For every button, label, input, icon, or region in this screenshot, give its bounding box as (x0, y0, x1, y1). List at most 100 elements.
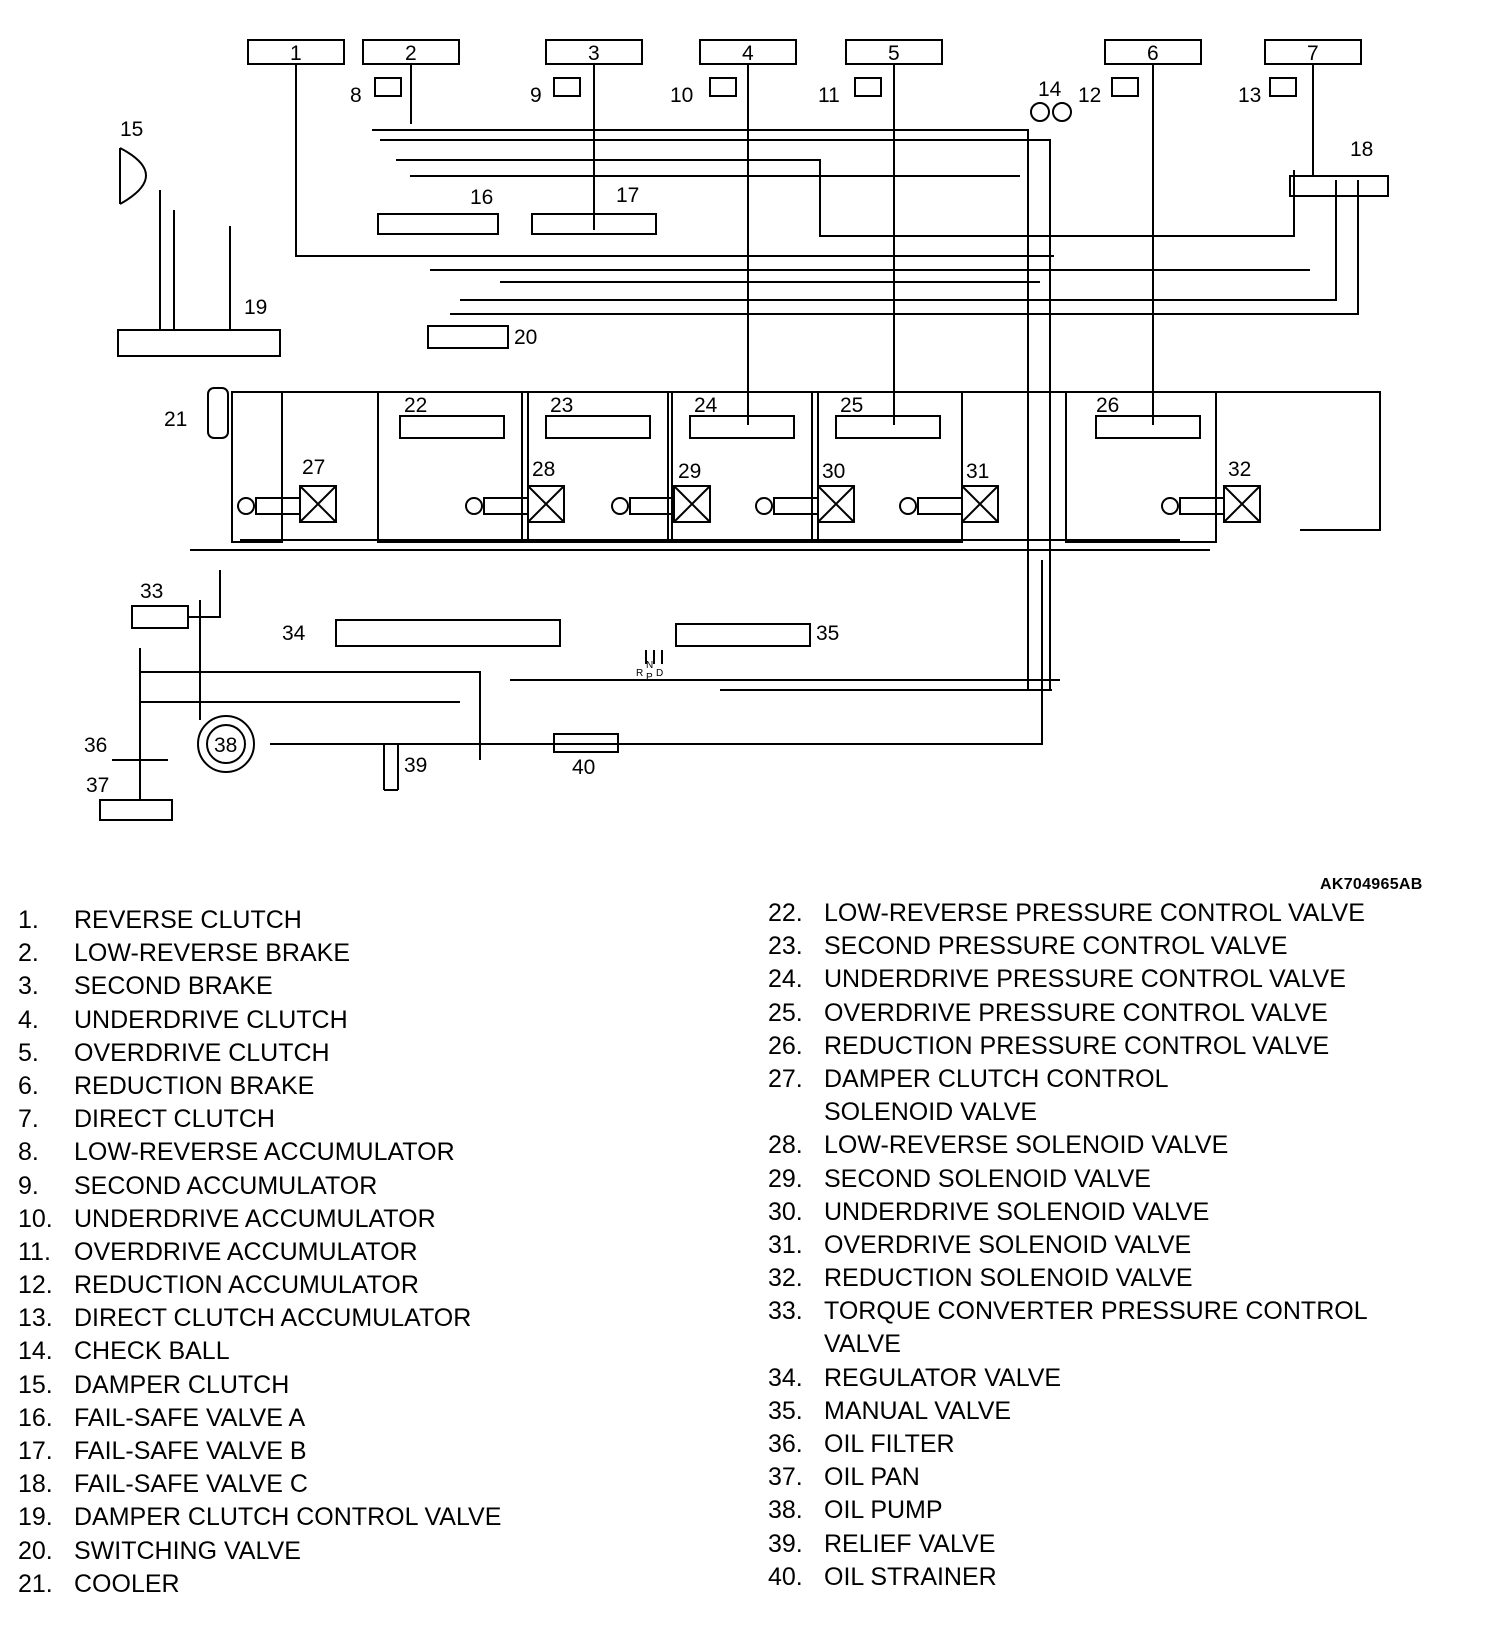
legend-item: 5.OVERDRIVE CLUTCH (18, 1037, 718, 1070)
label-8: 8 (350, 84, 362, 107)
shift-pos-n: N (646, 660, 653, 671)
legend-item: 18.FAIL-SAFE VALVE C (18, 1468, 718, 1501)
legend-item: 31.OVERDRIVE SOLENOID VALVE (768, 1229, 1488, 1262)
legend-number: 34. (768, 1363, 803, 1392)
legend-number: 26. (768, 1031, 803, 1060)
legend-text: CHECK BALL (74, 1337, 230, 1366)
shift-pos-r: R (636, 668, 643, 679)
legend-number: 23. (768, 932, 803, 961)
legend-item: 17.FAIL-SAFE VALVE B (18, 1435, 718, 1468)
label-38: 38 (214, 734, 237, 757)
legend-text: SWITCHING VALVE (74, 1536, 301, 1565)
legend-item: 36.OIL FILTER (768, 1428, 1488, 1461)
label-32: 32 (1228, 458, 1251, 481)
label-35: 35 (816, 622, 839, 645)
legend-text: LOW-REVERSE BRAKE (74, 939, 351, 968)
legend-item: 37.OIL PAN (768, 1461, 1488, 1494)
legend-item: 1.REVERSE CLUTCH (18, 904, 718, 937)
legend-item: 24.UNDERDRIVE PRESSURE CONTROL VALVE (768, 963, 1488, 996)
legend-text: MANUAL VALVE (824, 1396, 1012, 1425)
legend-text: LOW-REVERSE SOLENOID VALVE (824, 1131, 1229, 1160)
label-21: 21 (164, 408, 187, 431)
legend-text: SECOND ACCUMULATOR (74, 1171, 378, 1200)
legend-text: REDUCTION PRESSURE CONTROL VALVE (824, 1031, 1330, 1060)
legend-text: REGULATOR VALVE (824, 1363, 1062, 1392)
label-40: 40 (572, 756, 595, 779)
legend-text: OVERDRIVE ACCUMULATOR (74, 1237, 418, 1266)
label-22: 22 (404, 394, 427, 417)
legend-text: OIL PUMP (824, 1496, 943, 1525)
solenoid-27 (237, 485, 337, 523)
legend-item: 32.REDUCTION SOLENOID VALVE (768, 1262, 1488, 1295)
label-14: 14 (1038, 78, 1062, 101)
label-23: 23 (550, 394, 573, 417)
legend-text: OIL FILTER (824, 1430, 955, 1459)
label-17: 17 (616, 184, 639, 207)
hydraulic-circuit-diagram: 1 2 3 4 5 6 7 8 9 10 11 12 13 14 15 16 1… (84, 39, 1389, 821)
label-18: 18 (1350, 138, 1373, 161)
legend-number: 10. (18, 1204, 53, 1233)
legend-text: DIRECT CLUTCH (74, 1105, 275, 1134)
legend-item: 33.TORQUE CONVERTER PRESSURE CONTROL VAL… (768, 1295, 1488, 1361)
legend-text: OIL PAN (824, 1463, 920, 1492)
label-33: 33 (140, 580, 163, 603)
legend-text: FAIL-SAFE VALVE B (74, 1437, 307, 1465)
legend-number: 24. (768, 965, 803, 994)
failsafe-valve-a-body (377, 213, 499, 235)
legend-text: OIL STRAINER (824, 1562, 997, 1591)
legend-text: REDUCTION SOLENOID VALVE (824, 1264, 1193, 1293)
legend-text: UNDERDRIVE SOLENOID VALVE (824, 1197, 1210, 1226)
legend-number: 20. (18, 1536, 53, 1565)
legend-number: 11. (18, 1237, 51, 1266)
legend-item: 2. LOW-REVERSE BRAKE (18, 937, 718, 970)
legend-item: 9. SECOND ACCUMULATOR (18, 1170, 718, 1203)
solenoid-29 (611, 485, 711, 523)
legend-item: 26. REDUCTION PRESSURE CONTROL VALVE (768, 1030, 1488, 1063)
legend-item: 35. MANUAL VALVE (768, 1395, 1488, 1428)
legend-item: 4.UNDERDRIVE CLUTCH (18, 1004, 718, 1037)
label-9: 9 (530, 84, 542, 107)
legend-item: 8.LOW-REVERSE ACCUMULATOR (18, 1136, 718, 1169)
legend-number: 2. (18, 939, 39, 968)
figure-code: AK704965AB (1320, 876, 1423, 893)
label-2: 2 (405, 42, 417, 65)
label-11: 11 (818, 84, 840, 107)
legend-text: COOLER (74, 1569, 180, 1598)
legend-text: OVERDRIVE CLUTCH (74, 1038, 330, 1067)
label-39: 39 (404, 754, 427, 777)
legend-item: 15. DAMPER CLUTCH (18, 1369, 718, 1402)
label-37: 37 (86, 774, 109, 797)
legend-text: SECOND SOLENOID VALVE (824, 1164, 1151, 1193)
label-5: 5 (888, 42, 900, 65)
legend-item: 11. OVERDRIVE ACCUMULATOR (18, 1236, 718, 1269)
legend-text: LOW-REVERSE PRESSURE CONTROL VALVE (824, 899, 1365, 927)
legend-number: 21. (18, 1569, 53, 1598)
legend-item: 12.REDUCTION ACCUMULATOR (18, 1269, 718, 1302)
legend-text: DAMPER CLUTCH CONTROL SOLENOID VALVE (824, 1064, 1169, 1127)
legend-item: 22.LOW-REVERSE PRESSURE CONTROL VALVE (768, 897, 1488, 930)
legend-item: 25.OVERDRIVE PRESSURE CONTROL VALVE (768, 997, 1488, 1030)
solenoid-30 (755, 485, 855, 523)
legend-number: 29. (768, 1164, 803, 1193)
legend-number: 38. (768, 1496, 803, 1525)
label-10: 10 (670, 84, 693, 107)
legend-item: 20. SWITCHING VALVE (18, 1535, 718, 1568)
legend-text: DAMPER CLUTCH (74, 1370, 290, 1399)
legend-number: 35. (768, 1396, 803, 1425)
label-12: 12 (1078, 84, 1101, 107)
legend-number: 9. (18, 1171, 39, 1200)
legend-item: 38. OIL PUMP (768, 1494, 1488, 1527)
label-6: 6 (1147, 42, 1159, 65)
legend-text: RELIEF VALVE (824, 1529, 996, 1558)
label-25: 25 (840, 394, 863, 417)
legend-number: 16. (18, 1403, 53, 1432)
label-16: 16 (470, 186, 493, 209)
label-26: 26 (1096, 394, 1119, 417)
legend-number: 15. (18, 1370, 53, 1399)
label-34: 34 (282, 622, 306, 645)
legend-text: TORQUE CONVERTER PRESSURE CONTROL VALVE (824, 1297, 1368, 1359)
legend-item: 6.REDUCTION BRAKE (18, 1070, 718, 1103)
legend-text: REVERSE CLUTCH (74, 906, 302, 934)
diagram-labels: 1 2 3 4 5 6 7 8 9 10 11 12 13 14 15 16 1… (84, 42, 1373, 797)
